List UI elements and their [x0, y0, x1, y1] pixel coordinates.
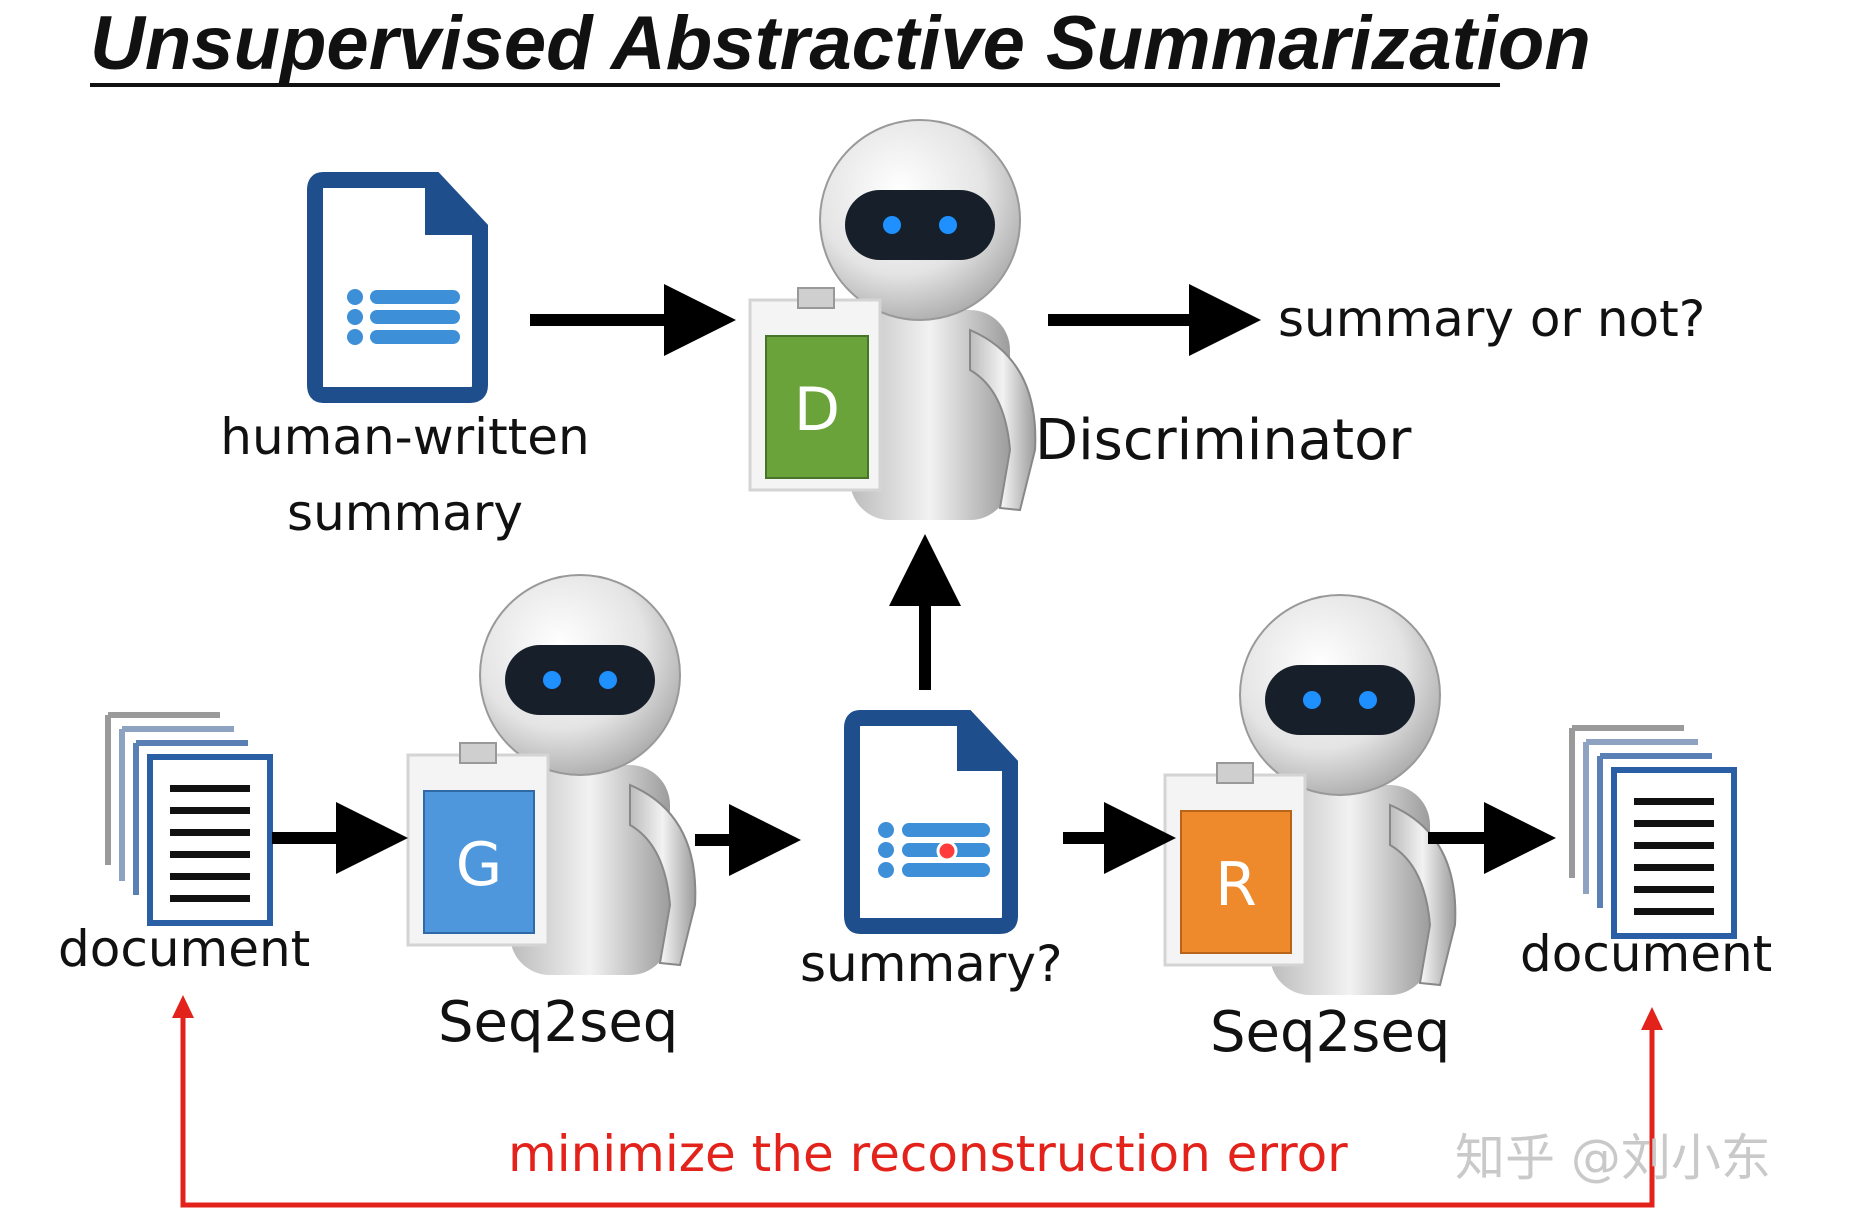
discriminator-output-label: summary or not? — [1278, 290, 1706, 348]
human-summary-label-line2: summary — [287, 484, 523, 542]
document-stack-icon — [105, 712, 273, 926]
document-output-label: document — [1520, 925, 1773, 983]
summary-question-label: summary? — [800, 935, 1063, 993]
summary-doc-icon — [307, 172, 488, 403]
reconstructor-board-letter: R — [1215, 850, 1257, 920]
generated-summary-doc-icon — [844, 710, 1018, 934]
generator-robot-icon — [479, 574, 697, 975]
generator-board: G — [406, 742, 550, 947]
document-input-label: document — [58, 920, 311, 978]
reconstructor-label: Seq2seq — [1210, 1000, 1451, 1065]
title-underline — [90, 83, 1500, 87]
reconstructor-board: R — [1163, 762, 1307, 967]
discriminator-robot-icon — [819, 119, 1037, 520]
reconstructor-robot-icon — [1239, 594, 1457, 995]
generator-label: Seq2seq — [438, 990, 679, 1055]
generator-board-letter: G — [456, 830, 503, 900]
discriminator-board-letter: D — [794, 375, 840, 445]
reconstruction-loop — [172, 995, 1663, 1208]
human-summary-label-line1: human-written — [220, 408, 590, 466]
page-title: Unsupervised Abstractive Summarization — [90, 1, 1591, 86]
reconstruction-error-label: minimize the reconstruction error — [508, 1125, 1348, 1183]
flow-arrows — [272, 284, 1556, 876]
watermark: 知乎 @刘小东 — [1455, 1129, 1771, 1187]
document-stack-output-icon — [1569, 725, 1737, 939]
discriminator-label: Discriminator — [1035, 408, 1412, 473]
discriminator-board: D — [748, 287, 882, 492]
